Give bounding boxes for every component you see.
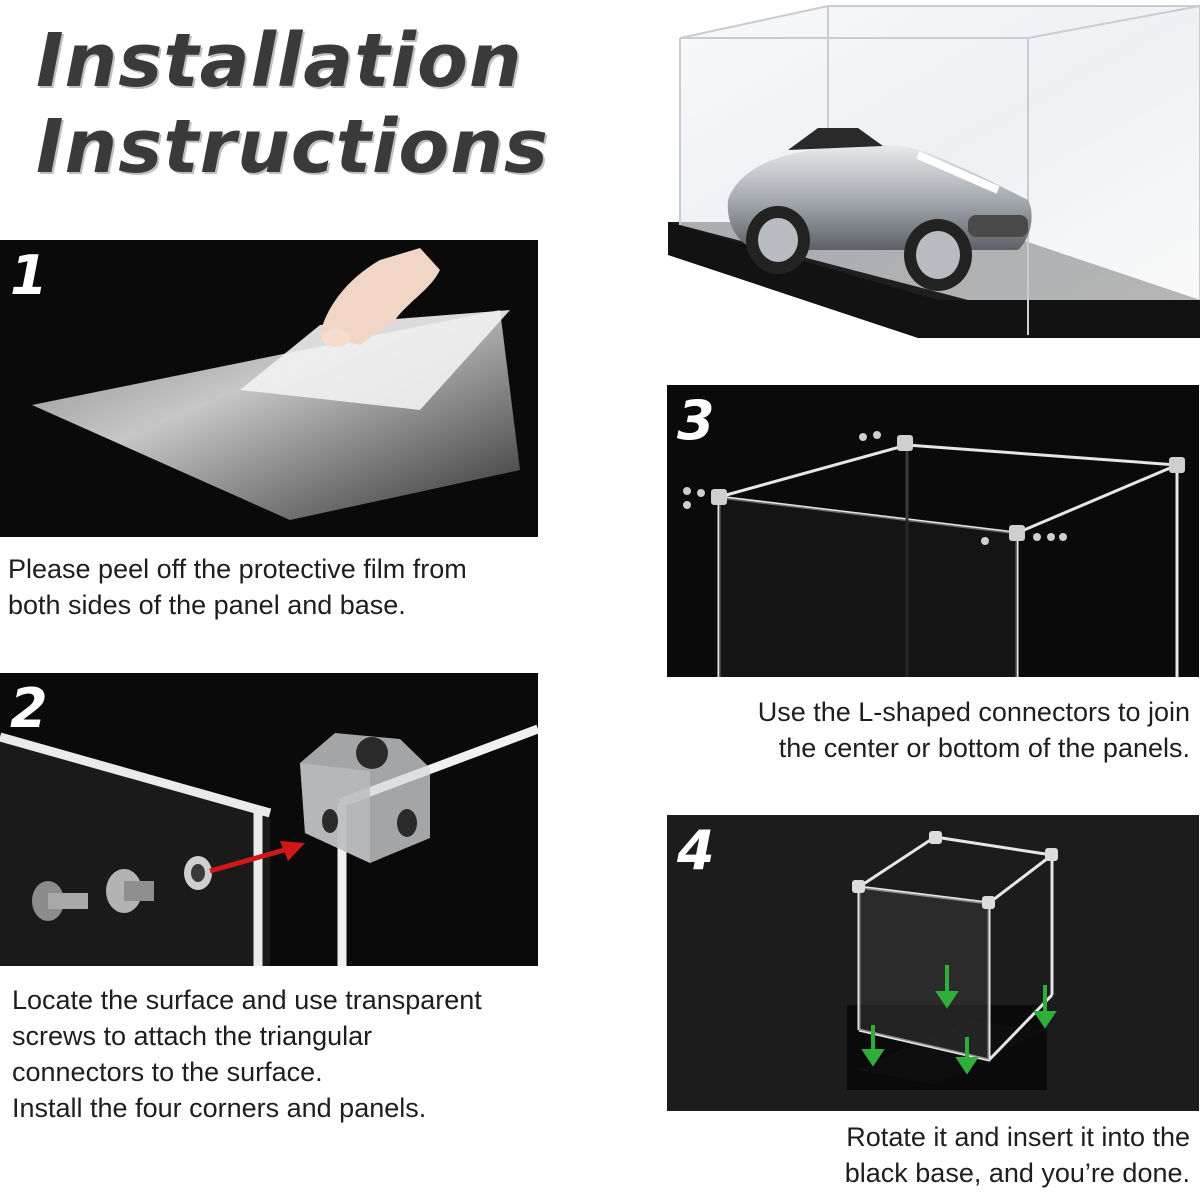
step-1-caption-line-1: Please peel off the protective film from	[8, 554, 467, 584]
step-3-panel: 3	[667, 385, 1199, 677]
step-2-caption-line-3: connectors to the surface.	[12, 1057, 323, 1087]
step-2-panel: 2	[0, 673, 538, 966]
step-2-caption-line-2: screws to attach the triangular	[12, 1021, 373, 1051]
step-2-caption: Locate the surface and use transparent s…	[12, 982, 482, 1126]
step-1-caption-line-2: both sides of the panel and base.	[8, 590, 406, 620]
display-case-with-car-icon	[668, 5, 1200, 338]
step-4-panel: 4	[667, 815, 1199, 1111]
step-1-panel: 1	[0, 240, 538, 537]
title-line-1: Installation	[36, 18, 523, 104]
title-line-2: Instructions	[36, 104, 549, 190]
step-4-caption: Rotate it and insert it into the black b…	[845, 1119, 1190, 1191]
step-2-caption-line-4: Install the four corners and panels.	[12, 1093, 427, 1123]
page-title: Installation Instructions	[36, 18, 549, 190]
step-1-number: 1	[10, 244, 48, 307]
product-photo	[668, 0, 1200, 380]
step-2-number: 2	[10, 677, 48, 740]
step-3-caption-line-2: the center or bottom of the panels.	[778, 733, 1190, 763]
acrylic-sheet-icon	[32, 248, 520, 520]
screw-icon	[32, 856, 212, 921]
hand-peeling-film-icon	[320, 248, 440, 347]
step-3-number: 3	[677, 389, 715, 452]
step-4-caption-line-1: Rotate it and insert it into the	[846, 1122, 1190, 1152]
step-3-caption-line-1: Use the L-shaped connectors to join	[757, 697, 1190, 727]
step-4-number: 4	[677, 819, 715, 882]
acrylic-cube-icon	[683, 431, 1185, 677]
step-3-caption: Use the L-shaped connectors to join the …	[758, 694, 1190, 766]
corner-connector-icon	[0, 724, 538, 966]
step-2-caption-line-1: Locate the surface and use transparent	[12, 985, 482, 1015]
acrylic-cube-icon	[847, 831, 1058, 1090]
step-4-caption-line-2: black base, and you’re done.	[844, 1158, 1190, 1188]
down-arrow-icon	[861, 965, 1057, 1075]
step-1-caption: Please peel off the protective film from…	[8, 551, 467, 623]
